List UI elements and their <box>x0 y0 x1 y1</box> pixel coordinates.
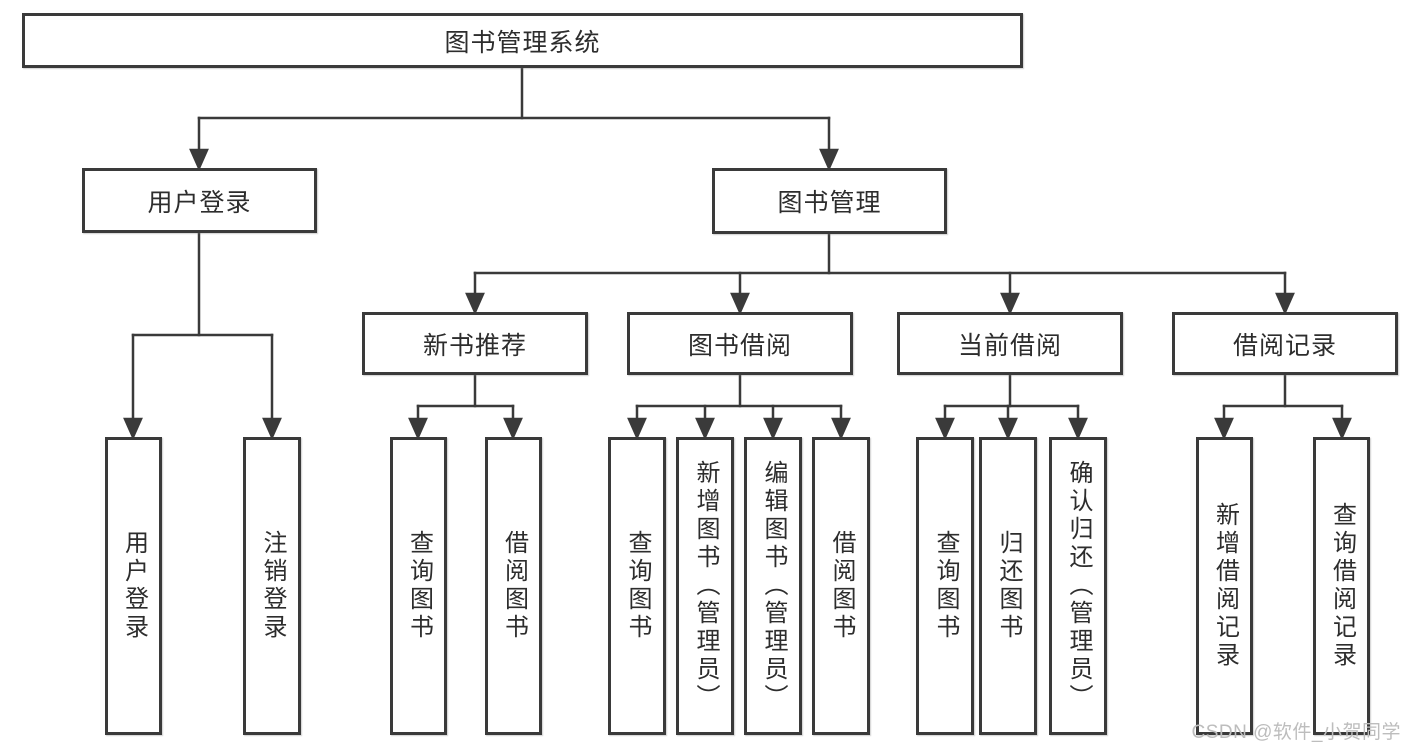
node-borrowing-records: 借阅记录 <box>1172 312 1398 375</box>
node-label: 确认归还（管理员） <box>1065 460 1092 712</box>
arrowhead <box>1068 417 1088 441</box>
node-label: 新增图书（管理员） <box>692 460 719 712</box>
arrowhead <box>935 417 955 441</box>
node-book-borrowing: 图书借阅 <box>627 312 853 375</box>
leaf-add-borrow-record: 新增借阅记录 <box>1196 437 1253 735</box>
leaf-confirm-return-admin: 确认归还（管理员） <box>1049 437 1107 735</box>
node-label: 用户登录 <box>120 530 148 642</box>
arrowhead <box>262 417 282 441</box>
arrowhead <box>998 417 1018 441</box>
leaf-query-borrow-record: 查询借阅记录 <box>1313 437 1370 735</box>
node-current-borrowing: 当前借阅 <box>897 312 1123 375</box>
node-book-management: 图书管理 <box>712 168 947 234</box>
arrowhead <box>819 148 839 172</box>
arrowhead <box>763 417 783 441</box>
arrowhead <box>1214 417 1234 441</box>
arrowhead <box>730 292 750 316</box>
arrowhead <box>695 417 715 441</box>
arrowhead <box>1332 417 1352 441</box>
node-label: 借阅记录 <box>1232 331 1337 360</box>
arrowhead <box>408 417 428 441</box>
arrowhead <box>189 148 209 172</box>
leaf-logout: 注销登录 <box>243 437 301 735</box>
node-label: 图书管理系统 <box>444 28 601 57</box>
node-new-book-recommendation: 新书推荐 <box>362 312 588 375</box>
node-label: 新书推荐 <box>422 331 527 360</box>
node-label: 借阅图书 <box>828 530 855 642</box>
arrowhead <box>1275 292 1295 316</box>
node-label: 注销登录 <box>259 530 286 642</box>
node-label: 图书管理 <box>777 189 882 217</box>
arrowhead <box>123 417 143 441</box>
node-label: 当前借阅 <box>957 331 1062 360</box>
node-label: 用户登录 <box>147 188 252 217</box>
leaf-user-login: 用户登录 <box>105 437 162 735</box>
leaf-add-books-admin: 新增图书（管理员） <box>676 437 734 735</box>
arrowhead <box>465 292 485 316</box>
node-label: 查询图书 <box>624 530 651 642</box>
arrowhead <box>831 417 851 441</box>
node-label: 图书借阅 <box>687 331 792 360</box>
node-user-login: 用户登录 <box>82 168 317 233</box>
leaf-borrow-books: 借阅图书 <box>812 437 870 735</box>
node-library-management-system: 图书管理系统 <box>22 13 1023 68</box>
arrowhead <box>1000 292 1020 316</box>
leaf-return-books: 归还图书 <box>979 437 1037 735</box>
node-label: 查询借阅记录 <box>1328 502 1356 670</box>
leaf-recommend-borrow-books: 借阅图书 <box>485 437 542 735</box>
leaf-edit-books-admin: 编辑图书（管理员） <box>744 437 802 735</box>
node-label: 借阅图书 <box>500 530 528 642</box>
node-label: 查询图书 <box>932 530 959 642</box>
node-label: 归还图书 <box>995 530 1022 642</box>
leaf-recommend-query-books: 查询图书 <box>390 437 447 735</box>
node-label: 新增借阅记录 <box>1211 502 1239 670</box>
leaf-borrow-query-books: 查询图书 <box>608 437 666 735</box>
node-label: 编辑图书（管理员） <box>760 460 787 712</box>
csdn-watermark: CSDN @软件_小贺同学 <box>1191 722 1401 743</box>
arrowhead <box>627 417 647 441</box>
leaf-current-query-books: 查询图书 <box>916 437 974 735</box>
node-label: 查询图书 <box>405 530 433 642</box>
arrowhead <box>503 417 523 441</box>
